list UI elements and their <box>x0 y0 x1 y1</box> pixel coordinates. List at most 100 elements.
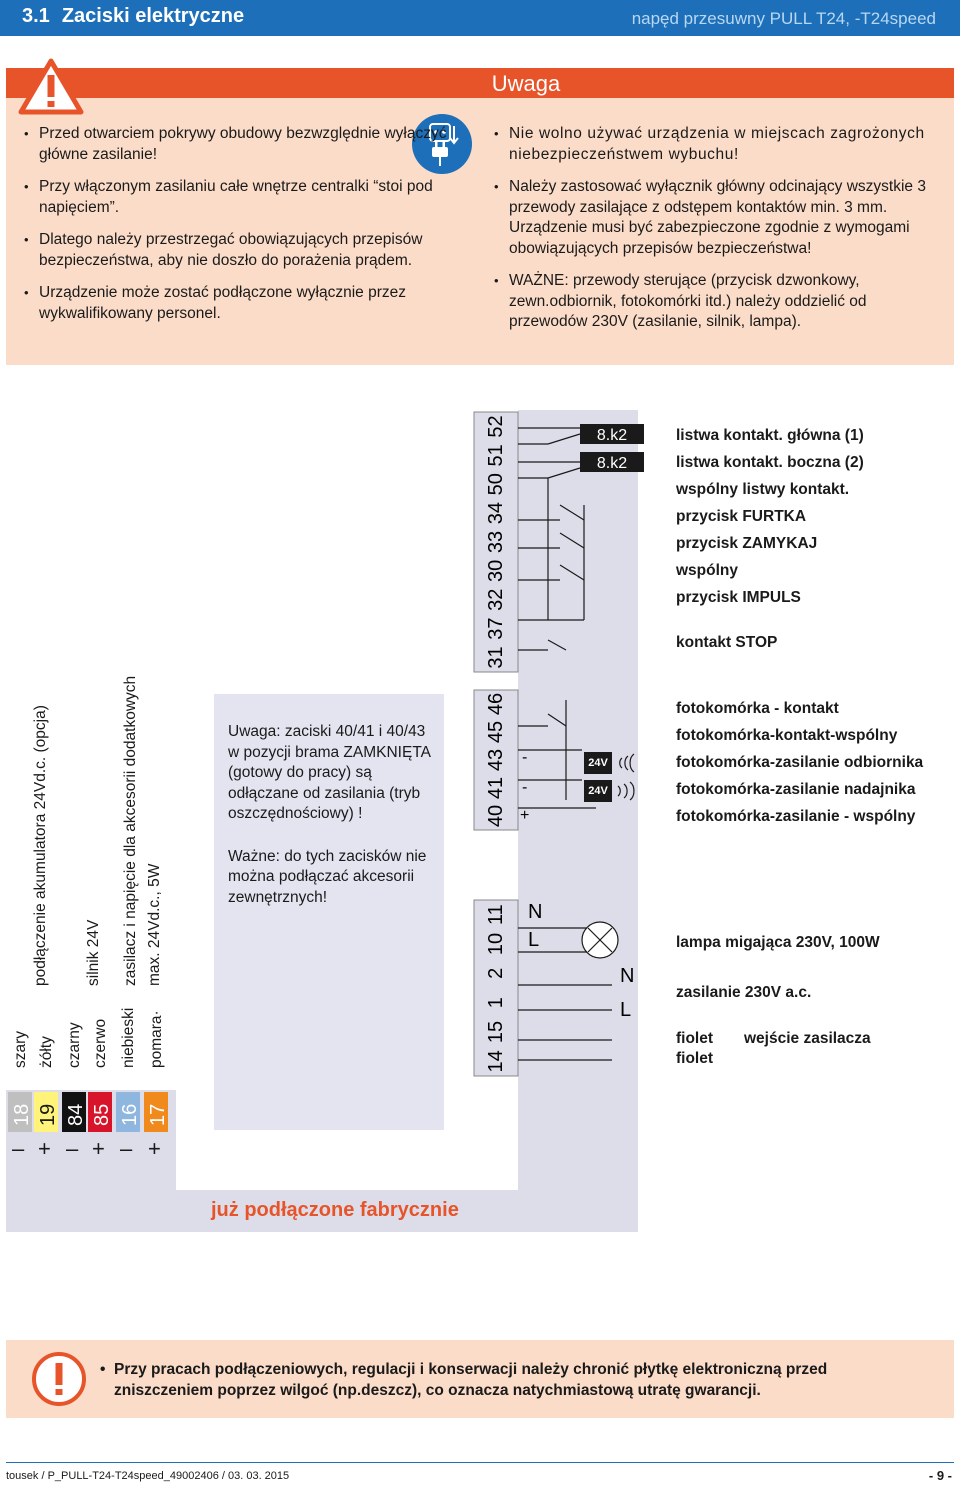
wire-terminal: 17 <box>144 1092 169 1132</box>
list-item: Urządzenie może zostać podłączone wyłącz… <box>24 283 472 324</box>
relay-k2-box-1 <box>580 424 644 444</box>
label-button-gate: przycisk FURTKA <box>676 508 807 525</box>
label-violet-1: fiolet <box>676 1030 714 1047</box>
terminal-number: 32 <box>485 589 507 611</box>
label-common-strip: wspólny listwy kontakt. <box>676 481 850 498</box>
exclamation-icon <box>32 1352 86 1406</box>
warning-list-right: Nie wolno używać urządzenia w miejscach … <box>494 124 946 345</box>
circuit-lines <box>518 427 619 1061</box>
label-button-close: przycisk ZAMYKAJ <box>676 535 818 552</box>
terminal-number: 31 <box>485 646 507 668</box>
photocell-rx-voltage: 24V <box>588 757 608 769</box>
note-box: Uwaga: zaciski 40/41 i 40/43 w pozycji b… <box>214 694 444 1130</box>
warning-panel: Uwaga Przed otwarciem pokrywy obudowy be… <box>6 58 954 365</box>
lamp-live-mark: L <box>528 929 539 951</box>
label-photocell-contact: fotokomórka - kontakt <box>676 700 839 717</box>
terminal-block-middle-labels: 40 41 43 45 46 <box>485 693 507 827</box>
label-supply: zasilanie 230V a.c. <box>676 984 812 1001</box>
wire-terminal: 18 <box>8 1092 33 1132</box>
warning-heading-bar: Uwaga <box>6 68 954 98</box>
supply-live-mark: L <box>620 999 631 1021</box>
plus-mark: + <box>520 807 529 824</box>
relay-k2-label-2: 8.k2 <box>597 455 627 472</box>
wire-polarity: + <box>92 1136 105 1161</box>
list-item: Należy zastosować wyłącznik główny odcin… <box>494 177 946 259</box>
note-paragraph-2: Ważne: do tych zacisków nie można podłąc… <box>228 847 427 906</box>
lamp-neutral-mark: N <box>528 901 542 923</box>
section-title: 3.1 Zaciski elektryczne <box>22 5 244 28</box>
terminal-number: 43 <box>485 749 507 771</box>
label-button-impulse: przycisk IMPULS <box>676 589 801 606</box>
label-side-strip: listwa kontakt. boczna (2) <box>676 454 864 471</box>
warning-list-left: Przed otwarciem pokrywy obudowy bezwzglę… <box>24 124 472 336</box>
wire-polarity: – <box>12 1136 25 1161</box>
terminal-number: 45 <box>485 721 507 743</box>
terminal-number: 37 <box>485 618 507 640</box>
label-photocell-transmitter: fotokomórka-zasilanie nadajnika <box>676 781 916 798</box>
product-subtitle: napęd przesuwny PULL T24, -T24speed <box>631 9 936 28</box>
terminal-number: 10 <box>485 933 507 955</box>
terminal-number: 1 <box>485 997 507 1008</box>
label-lamp: lampa migająca 230V, 100W <box>676 934 880 951</box>
terminal-number: 34 <box>485 502 507 524</box>
terminal-block-bottom <box>473 899 519 1077</box>
wire-polarity: + <box>148 1136 161 1161</box>
terminal-number: 52 <box>485 415 507 437</box>
list-item: Dlatego należy przestrzegać obowiązujący… <box>24 230 472 271</box>
relay-k2-label-1: 8.k2 <box>597 427 627 444</box>
minus-mark-1: - <box>522 749 527 766</box>
factory-connected-label: już podłączone fabrycznie <box>211 1199 459 1221</box>
wire-terminal: 16 <box>116 1092 141 1132</box>
terminal-number: 30 <box>485 560 507 582</box>
terminal-number: 50 <box>485 473 507 495</box>
section-number: 3.1 <box>22 5 50 27</box>
terminal-number: 46 <box>485 693 507 715</box>
moisture-warning-box: Przy pracach podłączeniowych, regulacji … <box>6 1340 954 1418</box>
warning-heading: Uwaga <box>491 71 561 96</box>
section-title-text: Zaciski elektryczne <box>61 5 245 27</box>
page-number: - 9 - <box>928 1468 952 1483</box>
list-item: Nie wolno używać urządzenia w miejscach … <box>494 124 946 165</box>
terminal-number: 41 <box>485 777 507 799</box>
minus-mark-2: - <box>522 779 527 796</box>
moisture-warning-text: Przy pracach podłączeniowych, regulacji … <box>100 1360 924 1401</box>
note-paragraph-1: Uwaga: zaciski 40/41 i 40/43 w pozycji b… <box>228 723 431 822</box>
label-stop-contact: kontakt STOP <box>676 634 778 651</box>
terminal-number: 11 <box>485 904 507 925</box>
list-item: WAŻNE: przewody sterujące (przycisk dzwo… <box>494 271 946 333</box>
terminal-number: 51 <box>485 444 507 466</box>
label-photocell-receiver: fotokomórka-zasilanie odbiornika <box>676 754 924 771</box>
photocell-tx-box <box>584 780 612 802</box>
wire-terminal: 85 <box>88 1092 113 1132</box>
wiring-panel-column <box>518 410 638 1232</box>
wire-polarity: – <box>66 1136 79 1161</box>
photocell-tx-voltage: 24V <box>588 785 608 797</box>
terminal-number: 40 <box>485 805 507 827</box>
terminal-block-top <box>473 411 519 673</box>
label-power-input: wejście zasilacza <box>744 1030 871 1047</box>
terminal-number: 33 <box>485 531 507 553</box>
wire-terminal: 19 <box>34 1092 59 1132</box>
label-photocell-common: fotokomórka-kontakt-wspólny <box>676 727 898 744</box>
footer-document-id: tousek / P_PULL-T24-T24speed_49002406 / … <box>6 1470 290 1482</box>
label-common: wspólny <box>676 562 739 579</box>
label-violet-2: fiolet <box>676 1050 714 1067</box>
wire-polarity: – <box>120 1136 133 1161</box>
label-main-strip: listwa kontakt. główna (1) <box>676 427 864 444</box>
terminal-block-top-labels: 31 37 32 30 33 34 50 51 52 <box>485 415 507 668</box>
label-photocell-ground: fotokomórka-zasilanie - wspólny <box>676 808 916 825</box>
terminal-number: 14 <box>485 1050 507 1072</box>
list-item: Przy włączonym zasilaniu całe wnętrze ce… <box>24 177 472 218</box>
photocell-rx-box <box>584 752 612 774</box>
warning-triangle-icon <box>18 58 84 115</box>
page-header: 3.1 Zaciski elektryczne napęd przesuwny P… <box>0 0 960 36</box>
relay-k2-box-2 <box>580 452 644 472</box>
terminal-block-middle <box>473 689 519 831</box>
footer-divider <box>6 1462 954 1463</box>
wire-polarity: + <box>38 1136 51 1161</box>
list-item: Przed otwarciem pokrywy obudowy bezwzglę… <box>24 124 472 165</box>
supply-neutral-mark: N <box>620 965 634 987</box>
photocell-wave-icon <box>617 753 635 801</box>
